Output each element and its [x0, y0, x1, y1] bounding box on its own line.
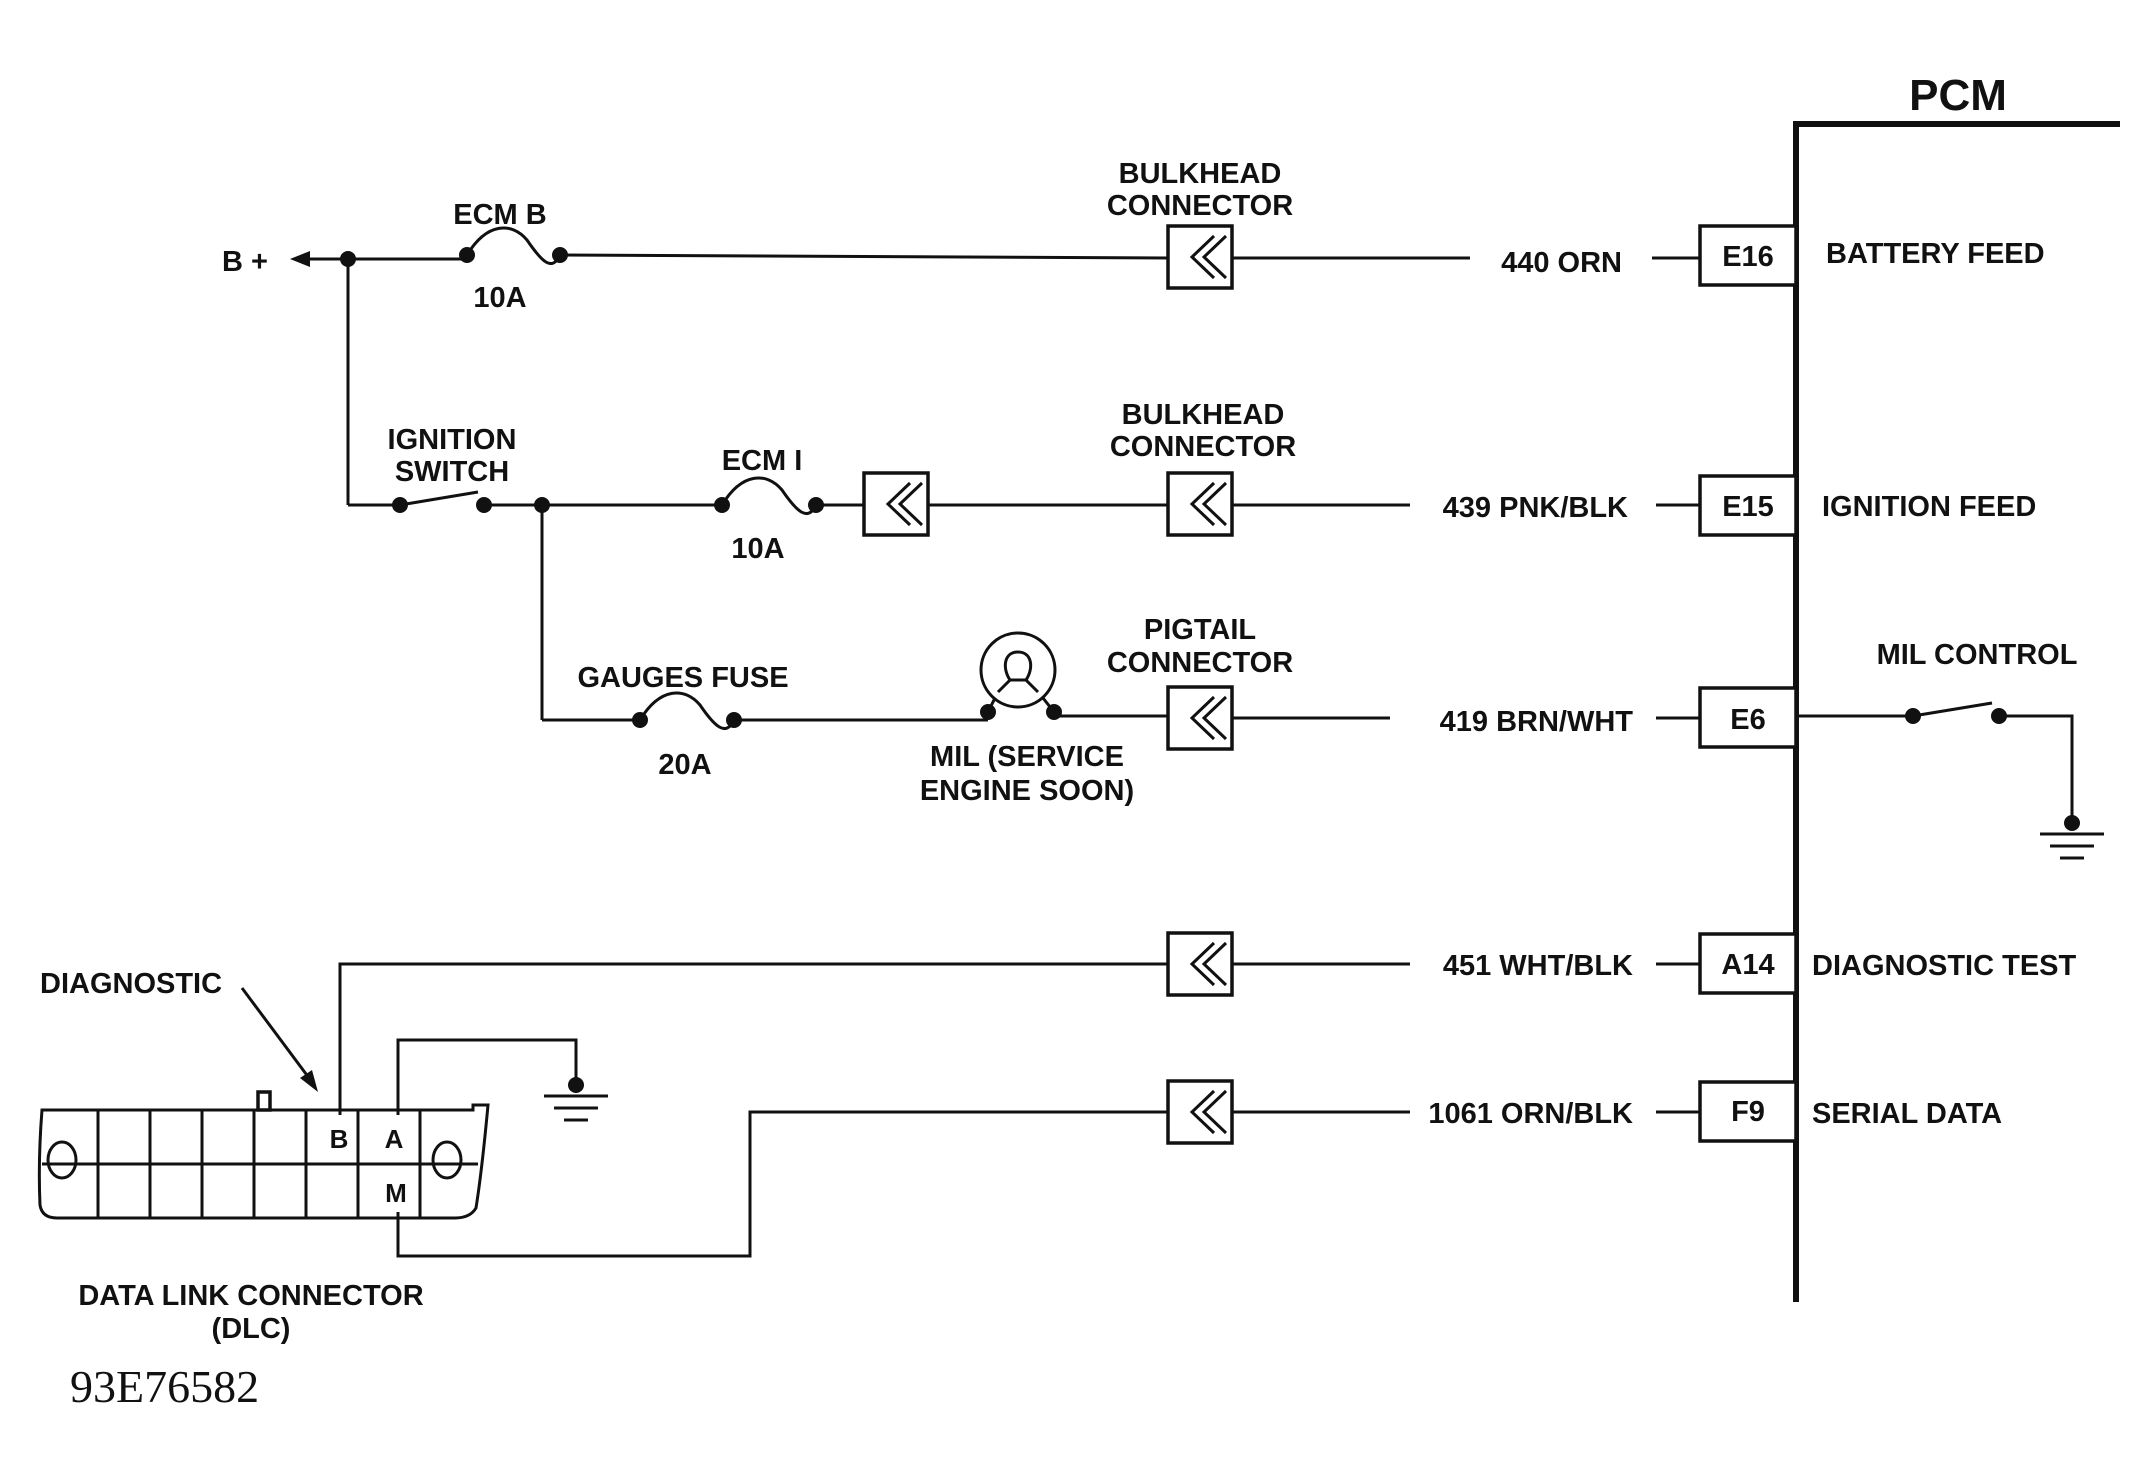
wire-label: 440 ORN [1501, 247, 1622, 279]
wire-label: 451 WHT/BLK [1443, 950, 1633, 982]
pcm-function-label: BATTERY FEED [1826, 238, 2045, 270]
pcm-title: PCM [1909, 71, 2007, 120]
pcm-function-label: IGNITION FEED [1822, 491, 2036, 523]
mil-control-label: MIL CONTROL [1877, 639, 2078, 671]
pin-label: E16 [1722, 241, 1774, 273]
wire-label: 1061 ORN/BLK [1428, 1098, 1633, 1130]
battery-plus-label: B + [222, 246, 268, 278]
arrow-icon [300, 1070, 318, 1092]
arrow-left-icon [290, 251, 310, 267]
dlc-name-line2: (DLC) [212, 1313, 291, 1345]
pin-box [1698, 474, 1798, 537]
fuse-ecm-i-name: ECM I [722, 445, 803, 477]
pcm-function-label: SERIAL DATA [1812, 1098, 2002, 1130]
fuse-gauges-rating: 20A [658, 749, 711, 781]
lamp-icon [979, 631, 1057, 709]
bulkhead-connector-2: BULKHEAD CONNECTOR [1110, 399, 1296, 537]
dlc-mount-hole-right [431, 1140, 463, 1180]
bulkhead-connector-1: BULKHEAD CONNECTOR [1107, 158, 1293, 290]
circuit-ignition-feed: IGNITION SWITCH ECM I 10A BULKHEAD CONNE… [348, 399, 2036, 720]
figure-id: 93E76582 [70, 1361, 259, 1412]
fuse-ecm-b-name: ECM B [453, 199, 546, 231]
inline-connector [1166, 1079, 1234, 1145]
dlc-name-line1: DATA LINK CONNECTOR [78, 1280, 423, 1312]
inline-connector [1166, 931, 1234, 997]
dlc-pin-b: B [330, 1124, 349, 1154]
fuse-gauges-name: GAUGES FUSE [577, 662, 788, 694]
dlc-mount-hole-left [46, 1140, 78, 1180]
dlc-pin-a: A [385, 1124, 404, 1154]
pcm-module: PCM [1793, 71, 2120, 1302]
wire-label: 439 PNK/BLK [1443, 492, 1628, 524]
circuit-mil: GAUGES FUSE 20A MIL (SERVICE ENGINE SOON… [542, 614, 2104, 860]
fuse-ecm-i-rating: 10A [731, 533, 784, 565]
mil-lamp: MIL (SERVICE ENGINE SOON) [920, 631, 1134, 807]
fuse-ecm-b: ECM B 10A [453, 199, 568, 314]
mil-line1: MIL (SERVICE [930, 741, 1124, 773]
pin-label: F9 [1731, 1096, 1765, 1128]
ignition-switch-line1: IGNITION [388, 424, 517, 456]
pcm-border [1793, 121, 2120, 1302]
fuse-gauges: GAUGES FUSE 20A [577, 662, 788, 781]
dlc-callout: DIAGNOSTIC [40, 968, 222, 1000]
pigtail-connector: PIGTAIL CONNECTOR [1107, 614, 1293, 751]
dlc-body [37, 1103, 490, 1220]
ground-icon [2040, 832, 2104, 860]
circuit-serial-data: 1061 ORN/BLK F9 SERIAL DATA [396, 1079, 2002, 1258]
ignition-switch-line2: SWITCH [395, 456, 509, 488]
bulkhead-1-line2: CONNECTOR [1107, 190, 1293, 222]
pin-box [1698, 686, 1798, 749]
pigtail-line1: PIGTAIL [1144, 614, 1256, 646]
fuse-ecm-b-rating: 10A [473, 282, 526, 314]
data-link-connector: B A M DIAGNOSTIC DATA LINK CONNECTOR (DL… [37, 968, 608, 1345]
bulkhead-2-line1: BULKHEAD [1122, 399, 1285, 431]
pin-label: A14 [1721, 949, 1774, 981]
pin-box [1698, 224, 1798, 287]
pin-label: E6 [1730, 704, 1765, 736]
pin-label: E15 [1722, 491, 1774, 523]
ground-icon [544, 1094, 608, 1122]
bulkhead-2-line2: CONNECTOR [1110, 431, 1296, 463]
inline-connector [862, 471, 930, 537]
pin-box [1698, 1080, 1798, 1143]
bulkhead-1-line1: BULKHEAD [1119, 158, 1282, 190]
circuit-diagnostic-test: 451 WHT/BLK A14 DIAGNOSTIC TEST [338, 931, 2077, 1115]
mil-line2: ENGINE SOON) [920, 775, 1134, 807]
circuit-battery-feed: ECM B 10A BULKHEAD CONNECTOR 440 ORN E16… [348, 158, 2045, 314]
pigtail-line2: CONNECTOR [1107, 647, 1293, 679]
fuse-ecm-i: ECM I 10A [714, 445, 824, 565]
dlc-pin-m: M [385, 1178, 407, 1208]
pin-box [1698, 932, 1798, 995]
battery-supply: B + [222, 246, 356, 505]
mil-control-switch: MIL CONTROL [1796, 639, 2104, 860]
ignition-switch: IGNITION SWITCH [388, 424, 517, 513]
callout-leader [240, 987, 314, 1083]
pcm-function-label: DIAGNOSTIC TEST [1812, 950, 2077, 982]
dlc-latch [256, 1090, 272, 1112]
wire-label: 419 BRN/WHT [1440, 706, 1634, 738]
